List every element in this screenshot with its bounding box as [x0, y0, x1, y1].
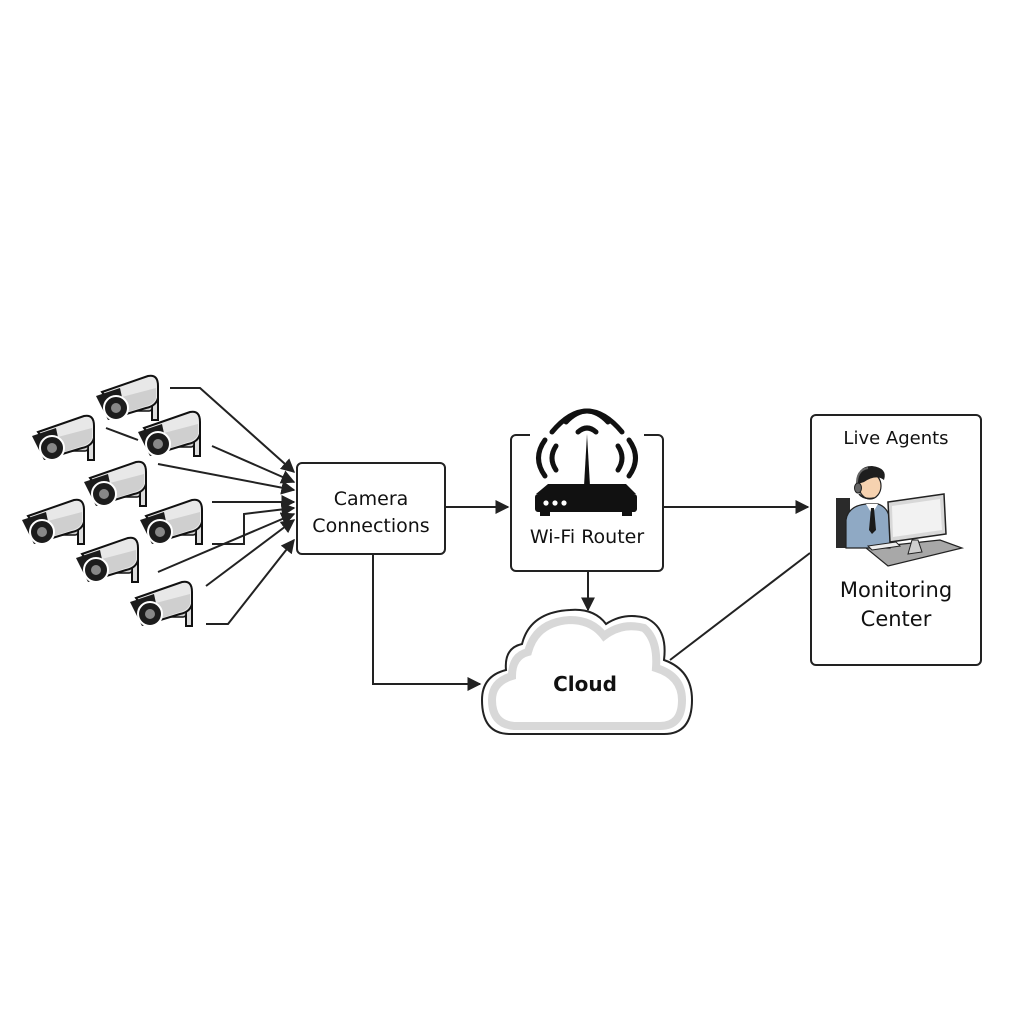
camera-link-8a	[205, 519, 296, 587]
camera-link-2	[105, 427, 139, 441]
camera-connectors	[105, 387, 296, 625]
cloud-icon	[480, 608, 694, 735]
router-label: Wi-Fi Router	[529, 526, 645, 548]
camera-link-1	[170, 387, 296, 473]
camera-4	[83, 460, 147, 507]
camera-1	[95, 374, 159, 421]
edge-connections-to-cloud	[372, 555, 482, 691]
router-node: Wi-Fi Router	[510, 434, 664, 572]
camera-connections-label-line1: Camera	[333, 488, 409, 510]
camera-connections-label-line2: Connections	[312, 515, 430, 537]
camera-link-8b	[206, 538, 295, 625]
edge-cloud-to-monitoring	[669, 552, 811, 661]
cloud-label: Cloud	[553, 672, 617, 696]
camera-8	[129, 580, 193, 627]
camera-5	[21, 498, 85, 545]
camera-connections-label: Camera Connections	[298, 486, 444, 540]
camera-link-6	[212, 502, 296, 545]
monitoring-center-label-line1: Monitoring	[839, 578, 953, 602]
monitoring-center-node: Live Agents Monitoring Center	[810, 414, 982, 666]
camera-2	[31, 414, 95, 461]
camera-connections-node: Camera Connections	[296, 462, 446, 555]
live-agents-title: Live Agents	[843, 428, 949, 449]
monitoring-center-label-line2: Center	[860, 607, 932, 631]
camera-link-3	[211, 445, 296, 484]
camera-6	[139, 498, 203, 545]
camera-link-7	[157, 512, 296, 573]
camera-link-4	[157, 463, 296, 495]
monitoring-center-label: Monitoring Center	[812, 576, 980, 634]
camera-3	[137, 410, 201, 457]
camera-7	[75, 536, 139, 583]
